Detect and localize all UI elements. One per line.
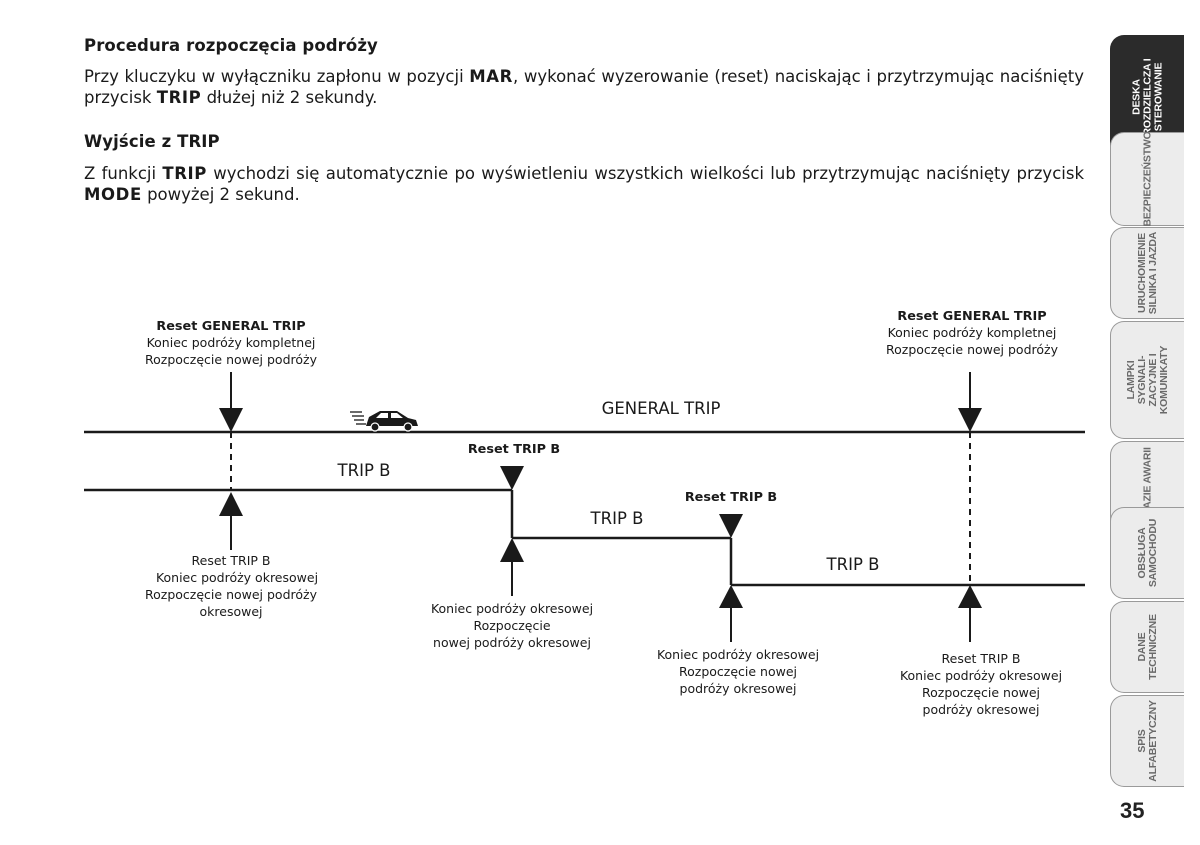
tab-lampki[interactable]: LAMPKI SYGNALI- ZACYJNE I KOMUNIKATY [1110,321,1184,439]
text: , wykonać wyzerowanie (reset) naciskając… [84,67,1084,107]
caption-line: Rozpoczęcie nowej podróży [145,352,318,367]
caption-line: Koniec podróży kompletnej [147,335,316,350]
bold-term-mode: MODE [84,185,142,204]
text: powyżej 2 sekund. [141,185,300,204]
arrow-down-icon [500,466,524,490]
caption-line: Rozpoczęcie nowej podróży [886,342,1059,357]
bold-term-mar: MAR [469,67,513,86]
bold-term-trip: TRIP [156,88,202,107]
tab-label: DESKA ROZDZIELCZA I STEROWANIE [1130,58,1164,136]
caption-title: Reset GENERAL TRIP [897,309,1046,324]
caption-line: okresowej [200,604,263,619]
caption-bottom-2: Koniec podróży okresowej Rozpoczęcie now… [431,601,593,650]
tab-label: SPIS ALFABETYCZNY [1135,700,1159,782]
caption-title: Reset GENERAL TRIP [156,319,305,334]
tab-label: DANE TECHNICZNE [1135,614,1159,680]
caption-line: podróży okresowej [923,702,1040,717]
general-trip-label: GENERAL TRIP [602,399,721,418]
arrow-down-icon [219,408,243,432]
bold-term-trip: TRIP [162,164,207,183]
arrow-down-icon [958,408,982,432]
tab-obsluga[interactable]: OBSŁUGA SAMOCHODU [1110,507,1184,599]
tab-bezpieczenstwo[interactable]: BEZPIECZEŃSTWO [1110,131,1184,227]
caption-line: Koniec podróży okresowej [431,601,593,616]
caption-reset-general-right: Reset GENERAL TRIP Koniec podróży komple… [886,309,1059,357]
section-heading-exit: Wyjście z TRIP [84,132,220,151]
caption-line: Koniec podróży okresowej [156,570,318,585]
arrow-up-icon [719,585,743,608]
text: dłużej niż 2 sekundy. [201,88,378,107]
caption-line: Koniec podróży kompletnej [888,325,1057,340]
car-icon [350,411,418,432]
caption-line: podróży okresowej [680,681,797,696]
caption-line: Rozpoczęcie nowej [679,664,797,679]
caption-line: Rozpoczęcie nowej [922,685,1040,700]
arrow-up-icon [958,585,982,608]
trip-b-label: TRIP B [337,461,391,480]
caption-reset-general-left: Reset GENERAL TRIP Koniec podróży komple… [145,319,318,367]
reset-trip-b-label: Reset TRIP B [685,490,777,505]
tab-label: URUCHOMIENIE SILNIKA I JAZDA [1135,231,1159,315]
caption-line: nowej podróży okresowej [433,635,591,650]
trip-b-label: TRIP B [590,509,644,528]
caption-line: Koniec podróży okresowej [900,668,1062,683]
paragraph-start: Przy kluczyku w wyłączniku zapłonu w poz… [84,66,1084,108]
tab-dane-techniczne[interactable]: DANE TECHNICZNE [1110,601,1184,693]
text: wychodzi się automatycznie po wyświetlen… [206,164,1085,183]
caption-line: Rozpoczęcie [473,618,550,633]
tab-label: OBSŁUGA SAMOCHODU [1135,518,1159,588]
tab-label: BEZPIECZEŃSTWO [1141,131,1153,227]
tab-spis-alfabetyczny[interactable]: SPIS ALFABETYCZNY [1110,695,1184,787]
trip-diagram: GENERAL TRIP TRIP B TRIP B TRIP B Reset … [84,309,1085,717]
trip-b-label: TRIP B [826,555,880,574]
tab-uruchomienie[interactable]: URUCHOMIENIE SILNIKA I JAZDA [1110,227,1184,319]
page-number: 35 [1120,798,1145,823]
reset-trip-b-label: Reset TRIP B [468,442,560,457]
caption-bottom-4: Reset TRIP B Koniec podróży okresowej Ro… [900,651,1062,717]
caption-line: Reset TRIP B [942,651,1021,666]
caption-line: Reset TRIP B [192,553,271,568]
caption-bottom-1: Reset TRIP B Koniec podróży okresowej Ro… [145,553,318,619]
paragraph-exit: Z funkcji TRIP wychodzi się automatyczni… [84,163,1084,205]
text: Przy kluczyku w wyłączniku zapłonu w poz… [84,67,470,86]
caption-line: Koniec podróży okresowej [657,647,819,662]
caption-bottom-3: Koniec podróży okresowej Rozpoczęcie now… [657,647,819,696]
text: Z funkcji [84,164,163,183]
arrow-down-icon [719,514,743,538]
arrow-up-icon [219,492,243,516]
arrow-up-icon [500,538,524,562]
tab-label: LAMPKI SYGNALI- ZACYJNE I KOMUNIKATY [1124,345,1170,415]
caption-line: Rozpoczęcie nowej podróży [145,587,318,602]
section-heading-start: Procedura rozpoczęcia podróży [84,36,378,55]
